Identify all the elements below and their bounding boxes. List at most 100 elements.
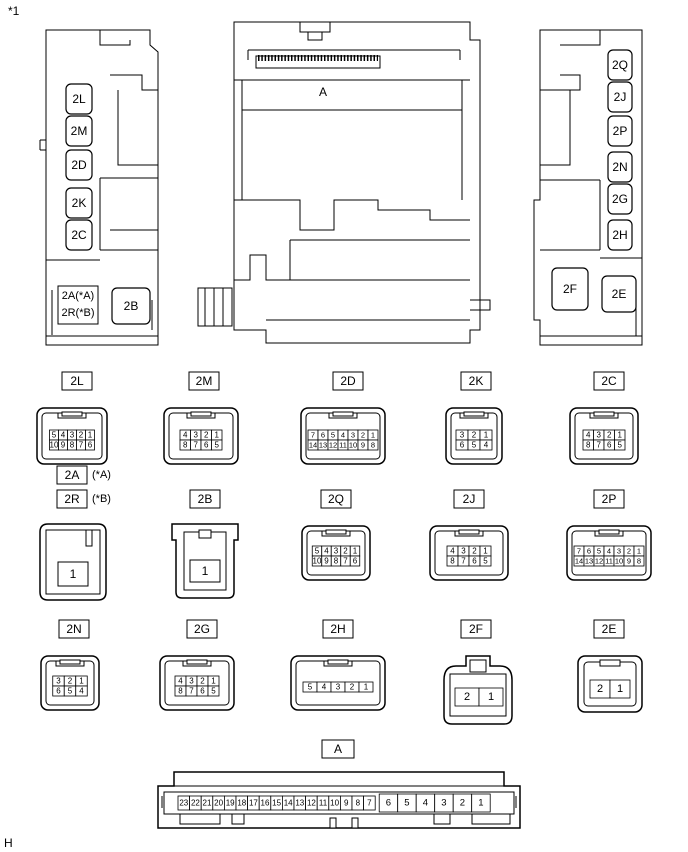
pin-number: 3 [597, 431, 602, 440]
connector-title: 2G [194, 622, 210, 636]
pin-number: 2 [79, 431, 84, 440]
pin-number: 1 [371, 431, 375, 440]
pin-number: 2 [597, 683, 603, 695]
connector-title: 2F [469, 622, 483, 636]
pin-number: 6 [472, 557, 477, 566]
pin-number: 3 [334, 547, 339, 556]
pin-number: 2 [343, 547, 348, 556]
connector-inner-wall [183, 531, 227, 591]
pin-number: 10 [313, 557, 322, 566]
pin-number: 4 [322, 683, 327, 692]
pin-number: 2 [350, 683, 355, 692]
connector-title-box [56, 489, 88, 509]
connector-latch [186, 413, 216, 419]
pin-number: 8 [178, 687, 183, 696]
pin-number: 2 [607, 431, 612, 440]
block-position-label: 2A(*A) [62, 290, 94, 302]
pin-number: 8 [637, 557, 641, 566]
connector-latch [459, 413, 489, 419]
pin-number: 22 [191, 799, 200, 808]
connector-title-box [460, 619, 492, 639]
block-position-label: 2H [612, 228, 627, 242]
connector-title: 2M [196, 374, 213, 388]
block-position-box [65, 115, 93, 147]
pin-number: 7 [597, 441, 602, 450]
pin-number: 9 [324, 557, 329, 566]
pin-number: 1 [478, 798, 483, 809]
block-position-label: 2N [612, 160, 627, 174]
pin-number: 8 [356, 799, 361, 808]
connector-title-box [56, 465, 88, 485]
block-position-box [65, 187, 93, 219]
pin-number: 3 [461, 547, 466, 556]
pin-number: 11 [339, 441, 347, 450]
pin-number: 14 [309, 441, 317, 450]
pin-cell [207, 685, 220, 697]
pin-number: 9 [61, 441, 66, 450]
pin-number: 16 [261, 799, 270, 808]
pin-number: 6 [386, 798, 391, 809]
pin-number: 1 [483, 547, 488, 556]
pin-number: 5 [483, 557, 488, 566]
pin-number: 1 [70, 567, 77, 581]
pin-number: 10 [615, 557, 623, 566]
connector-latch [85, 530, 93, 547]
block-position-box [601, 275, 637, 313]
pin-number: 10 [349, 441, 357, 450]
pin-number: 3 [617, 547, 621, 556]
pin-number: 5 [331, 431, 335, 440]
pin-number: 7 [343, 557, 348, 566]
connector-latch [55, 661, 85, 667]
pin-number: 5 [404, 798, 409, 809]
pin-number: 4 [586, 431, 591, 440]
pin-number: 1 [484, 431, 489, 440]
pin-number: 18 [237, 799, 246, 808]
pin-number: 1 [79, 677, 84, 686]
block-position-box [607, 115, 633, 147]
block-position-box [111, 287, 151, 325]
connector-title-box [322, 619, 354, 639]
pin-number: 6 [56, 687, 61, 696]
pin-number: 6 [200, 687, 205, 696]
connector-latch-tab [61, 411, 83, 417]
center-block-housing [197, 21, 491, 344]
pin-number: 2 [472, 547, 477, 556]
pin-number: 1 [364, 683, 369, 692]
pin-number: 4 [484, 441, 489, 450]
guide-slot [351, 817, 359, 829]
pin-number: 7 [367, 799, 372, 808]
center-block-label: A [319, 85, 327, 99]
guide-slot [179, 813, 221, 825]
pin-number: 17 [249, 799, 258, 808]
pin-number: 23 [179, 799, 188, 808]
connector-variant-note: (*A) [92, 469, 111, 481]
pin-number: 2 [460, 798, 465, 809]
pin-cell [614, 439, 626, 451]
connector-title-box [189, 489, 221, 509]
connector-title: 2D [340, 374, 356, 388]
block-position-label: 2B [124, 299, 139, 313]
connector-latch-tab [599, 659, 621, 667]
footer-marker: H [4, 836, 13, 850]
pin-number: 5 [211, 687, 216, 696]
connector-inner-wall [45, 529, 101, 595]
pin-number: 2 [200, 677, 205, 686]
pin-cell [57, 561, 89, 587]
pin-cell [479, 439, 493, 451]
pin-number: 1 [618, 431, 623, 440]
pin-cell [75, 685, 88, 697]
connector-title-box [593, 489, 625, 509]
block-position-box [607, 49, 633, 81]
block-position-box [551, 267, 589, 311]
pin-number: 12 [595, 557, 603, 566]
pin-number: 3 [70, 431, 75, 440]
pin-number: 7 [461, 557, 466, 566]
block-position-label: 2R(*B) [61, 307, 94, 319]
connector-title-box [460, 371, 492, 391]
